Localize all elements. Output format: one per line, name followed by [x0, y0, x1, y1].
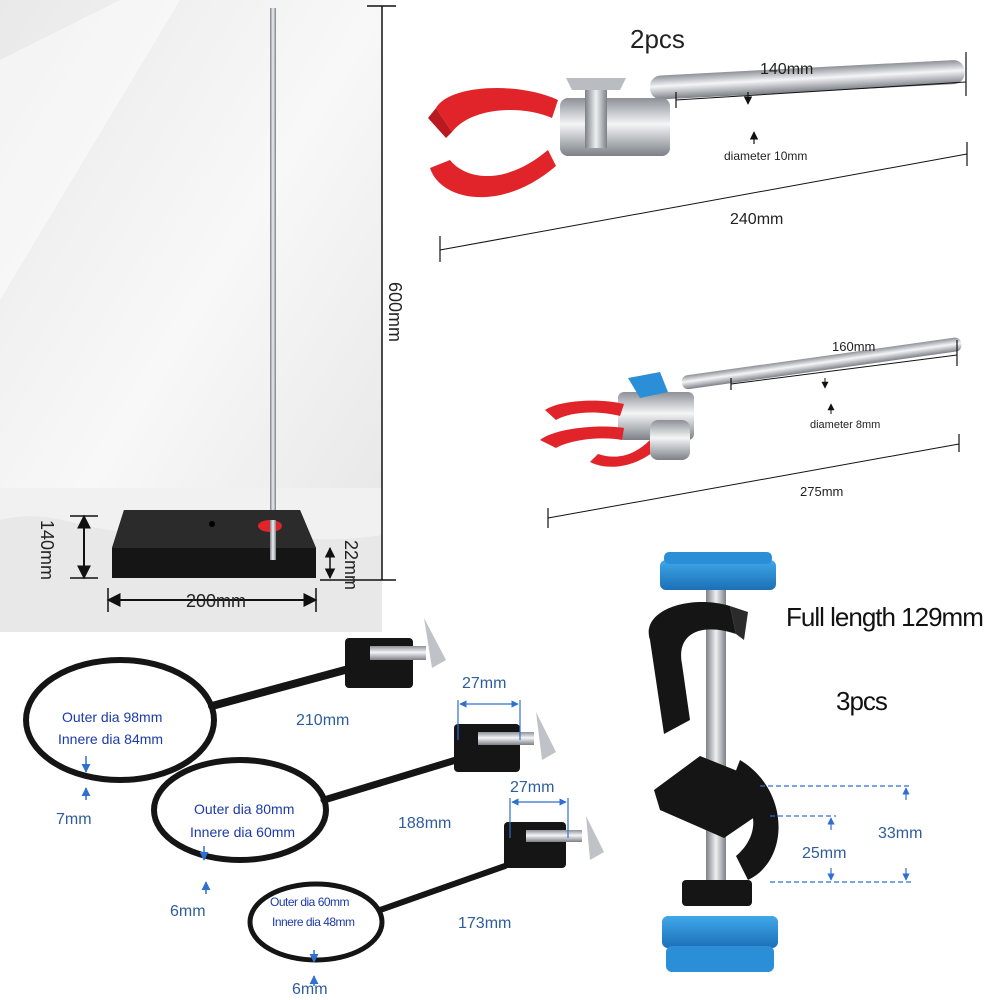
large-clamp-quantity: 2pcs [630, 24, 685, 54]
ring-3-inner: Innere dia 48mm [272, 915, 355, 929]
ring-1-inner: Innere dia 84mm [58, 731, 164, 747]
ring-1-wire: 7mm [56, 811, 92, 828]
large-clamp-diameter: diameter 10mm [724, 149, 808, 163]
stand-width-label: 200mm [186, 591, 247, 611]
bosshead-quantity: 3pcs [836, 686, 888, 716]
thumb-screw-blue [628, 372, 668, 398]
bosshead-gap-inner: 25mm [802, 845, 847, 862]
ring-2-length: 188mm [398, 815, 452, 832]
large-clamp [420, 0, 1000, 270]
small-clamp [530, 296, 970, 528]
bosshead-gap-outer: 33mm [878, 825, 923, 842]
ring-2-clamp: 27mm [462, 675, 507, 692]
stand-rod [270, 8, 276, 528]
small-clamp-diameter: diameter 8mm [810, 419, 881, 431]
top-knob-blue [660, 560, 776, 590]
stand-panel [0, 0, 396, 632]
large-clamp-rod-length: 140mm [760, 61, 814, 78]
ring-3-wire: 6mm [292, 981, 328, 998]
ring-3-length: 173mm [458, 915, 512, 932]
small-clamp-full-length: 275mm [800, 484, 844, 499]
ring-1-length: 210mm [296, 712, 350, 729]
stand-thickness-label: 22mm [341, 540, 361, 591]
bosshead-full-length: Full length 129mm [786, 602, 984, 632]
ring-3-clamp: 27mm [510, 779, 555, 796]
ring-medium [151, 757, 329, 863]
stand-depth-label: 140mm [37, 520, 57, 581]
ring-large [23, 657, 217, 783]
small-clamp-rod-length: 160mm [832, 339, 876, 354]
ring-2-wire: 6mm [170, 903, 206, 920]
stand-height-label: 600mm [385, 282, 405, 343]
large-clamp-full-length: 240mm [730, 211, 784, 228]
ring-1-outer: Outer dia 98mm [62, 709, 163, 725]
ring-2-inner: Innere dia 60mm [190, 824, 296, 840]
ring-3-outer: Outer dia 60mm [270, 895, 350, 909]
bosshead [648, 552, 912, 972]
ring-2-outer: Outer dia 80mm [194, 801, 295, 817]
bottom-knob-blue [662, 916, 778, 948]
support-rings [23, 618, 604, 986]
